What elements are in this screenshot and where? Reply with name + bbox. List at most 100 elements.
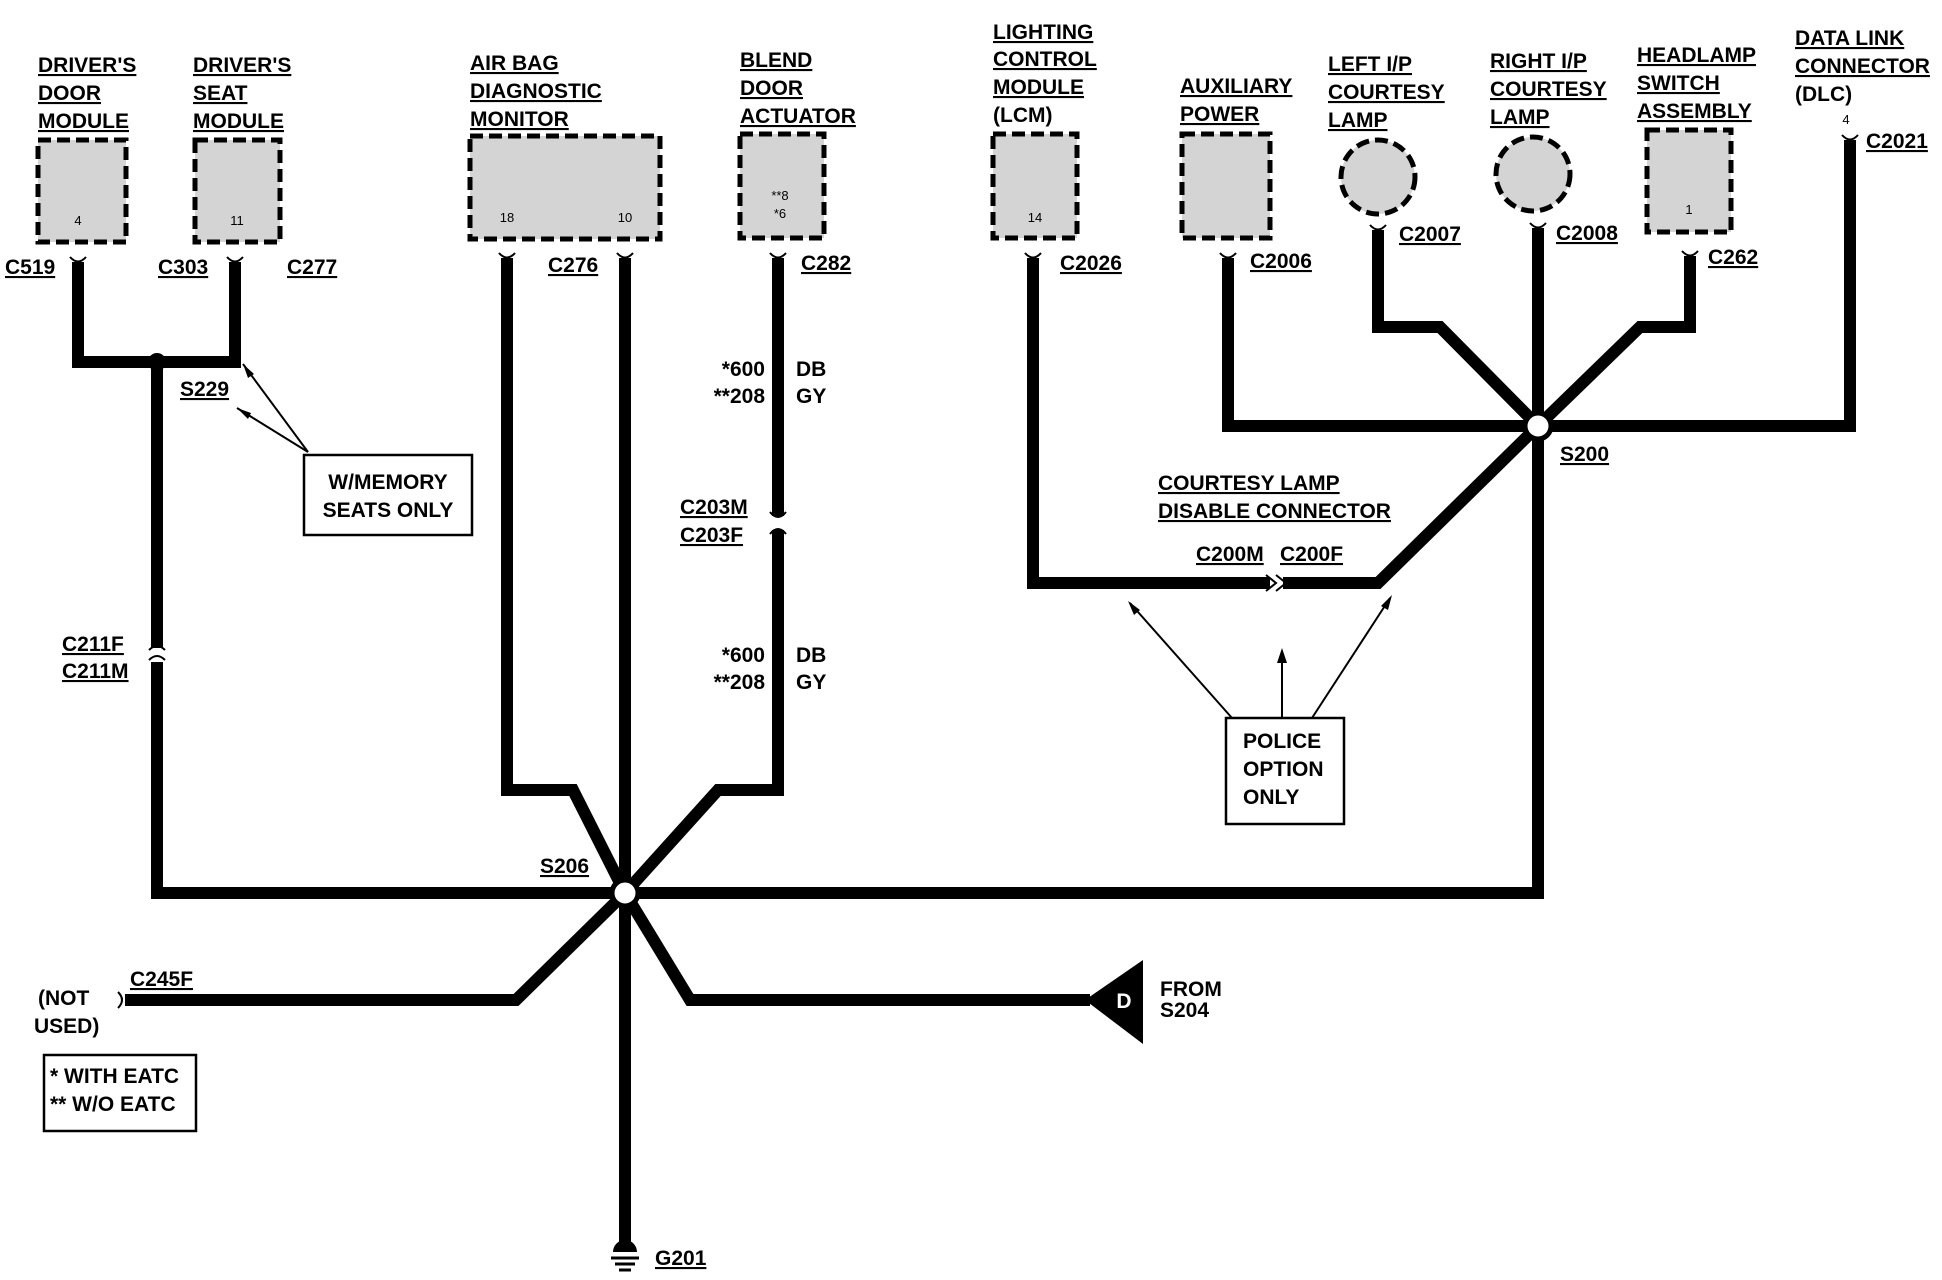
connector-labels: C519 C303 C277 C276 C282 C2026 C2006 C20… [5, 130, 1928, 991]
police-arrow-right [1311, 597, 1391, 719]
not-used-line-1: (NOT [38, 987, 89, 1010]
fork-c2026 [1024, 252, 1042, 259]
wire-codes: *600 **208 DB GY *600 **208 DB GY [714, 358, 827, 694]
drivers-seat-module-label-1: DRIVER'S [193, 54, 291, 77]
wire-drivers-door-module [72, 262, 157, 368]
fork-c262 [1681, 250, 1699, 257]
fork-c2008 [1529, 222, 1547, 229]
c519-label: C519 [5, 256, 55, 279]
air-bag-monitor-box [467, 133, 663, 242]
component-labels: DRIVER'S DOOR MODULE DRIVER'S SEAT MODUL… [38, 21, 1930, 133]
lcm-label-1: LIGHTING [993, 21, 1093, 44]
drivers-door-module-label-3: MODULE [38, 110, 129, 133]
wire-auxiliary-power [1222, 258, 1538, 432]
drivers-door-module-label-2: DOOR [38, 82, 101, 105]
blend-door-pin-6: *6 [774, 206, 786, 221]
fork-c245f [117, 991, 123, 1009]
ground-symbol-icon [611, 1240, 639, 1272]
wire-code-upper-circuit-a: *600 [722, 358, 765, 381]
blend-door-pin-8: **8 [771, 188, 788, 203]
c277-label: C277 [287, 256, 337, 279]
wire-s229-to-s206 [151, 662, 625, 899]
c2006-label: C2006 [1250, 250, 1312, 273]
s200-label: S200 [1560, 443, 1609, 466]
wires [72, 140, 1856, 1252]
wire-code-upper-color-a: DB [796, 358, 826, 381]
drivers-seat-module-box [192, 137, 283, 245]
c211f-label: C211F [62, 633, 124, 656]
wire-drivers-seat-module [157, 262, 241, 368]
from-s204-label-2: S204 [1160, 999, 1209, 1022]
police-option-line-2: OPTION [1243, 758, 1324, 781]
lcm-label-3: MODULE [993, 76, 1084, 99]
wire-code-lower-color-b: GY [796, 671, 826, 694]
fork-c519 [69, 256, 87, 263]
police-arrowhead-right [1381, 595, 1392, 610]
c276-label: C276 [548, 254, 598, 277]
left-ip-courtesy-lamp-circle [1338, 137, 1418, 217]
memory-seats-arrowhead-2 [237, 408, 251, 419]
drivers-seat-module-pin: 11 [230, 213, 244, 228]
police-arrow-left [1129, 602, 1233, 719]
fork-c282 [769, 252, 787, 259]
auxiliary-power-label-2: POWER [1180, 103, 1259, 126]
memory-seats-note-line-1: W/MEMORY [328, 471, 447, 494]
c245f-label: C245F [130, 968, 193, 991]
left-ip-lamp-label-3: LAMP [1328, 109, 1388, 132]
c200f-label: C200F [1280, 543, 1343, 566]
memory-seats-note-line-2: SEATS ONLY [323, 499, 454, 522]
fork-c303 [226, 256, 244, 263]
c203m-label: C203M [680, 496, 748, 519]
connector-forks [69, 134, 1859, 1009]
drivers-door-module-pin: 4 [74, 213, 81, 228]
c2021-label: C2021 [1866, 130, 1928, 153]
c303-label: C303 [158, 256, 208, 279]
right-ip-lamp-label-3: LAMP [1490, 106, 1550, 129]
splice-s200-dot [1522, 410, 1554, 442]
headlamp-switch-label-1: HEADLAMP [1637, 44, 1756, 67]
fork-c2006 [1219, 252, 1237, 259]
left-ip-lamp-label-2: COURTESY [1328, 81, 1445, 104]
wire-c245f [125, 888, 630, 1006]
dlc-sublabel: (DLC) [1795, 83, 1852, 106]
air-bag-monitor-label-1: AIR BAG [470, 52, 559, 75]
c2026-label: C2026 [1060, 252, 1122, 275]
legend-line-1: * WITH EATC [50, 1065, 179, 1088]
from-s204-label-1: FROM [1160, 978, 1222, 1001]
lcm-label-2: CONTROL [993, 48, 1097, 71]
drivers-seat-module-label-2: SEAT [193, 82, 248, 105]
wire-code-lower-color-a: DB [796, 644, 826, 667]
wire-code-lower-circuit-b: **208 [714, 671, 766, 694]
wire-c200f-to-s200 [1283, 421, 1543, 589]
splice-s206-dot [609, 877, 641, 909]
drivers-door-module-box [35, 137, 129, 245]
air-bag-monitor-label-3: MONITOR [470, 108, 569, 131]
fork-c276-18 [498, 252, 516, 259]
right-ip-lamp-label-2: COURTESY [1490, 78, 1607, 101]
lcm-label-4: (LCM) [993, 104, 1052, 127]
lcm-pin: 14 [1028, 210, 1042, 225]
air-bag-pin-10: 10 [618, 210, 632, 225]
police-option-note-box [1224, 716, 1346, 826]
legend-line-2: ** W/O EATC [50, 1093, 176, 1116]
headlamp-switch-label-3: ASSEMBLY [1637, 100, 1752, 123]
wire-blend-door-lower [620, 530, 784, 898]
left-ip-lamp-label-1: LEFT I/P [1328, 53, 1412, 76]
wire-code-lower-circuit-a: *600 [722, 644, 765, 667]
memory-seats-arrowhead-1 [243, 364, 254, 378]
c2007-label: C2007 [1399, 223, 1461, 246]
drivers-seat-module-label-3: MODULE [193, 110, 284, 133]
blend-door-label-2: DOOR [740, 77, 803, 100]
courtesy-lamp-disable-line-1: COURTESY LAMP [1158, 472, 1340, 495]
headlamp-switch-pin: 1 [1685, 202, 1692, 217]
memory-seats-note-box [302, 453, 474, 537]
wire-s206-to-s200 [625, 426, 1544, 899]
auxiliary-power-label-1: AUXILIARY [1180, 75, 1292, 98]
dlc-label-2: CONNECTOR [1795, 55, 1930, 78]
c203f-label: C203F [680, 524, 743, 547]
c2008-label: C2008 [1556, 222, 1618, 245]
police-option-line-1: POLICE [1243, 730, 1321, 753]
police-option-line-3: ONLY [1243, 786, 1299, 809]
c262-label: C262 [1708, 246, 1758, 269]
